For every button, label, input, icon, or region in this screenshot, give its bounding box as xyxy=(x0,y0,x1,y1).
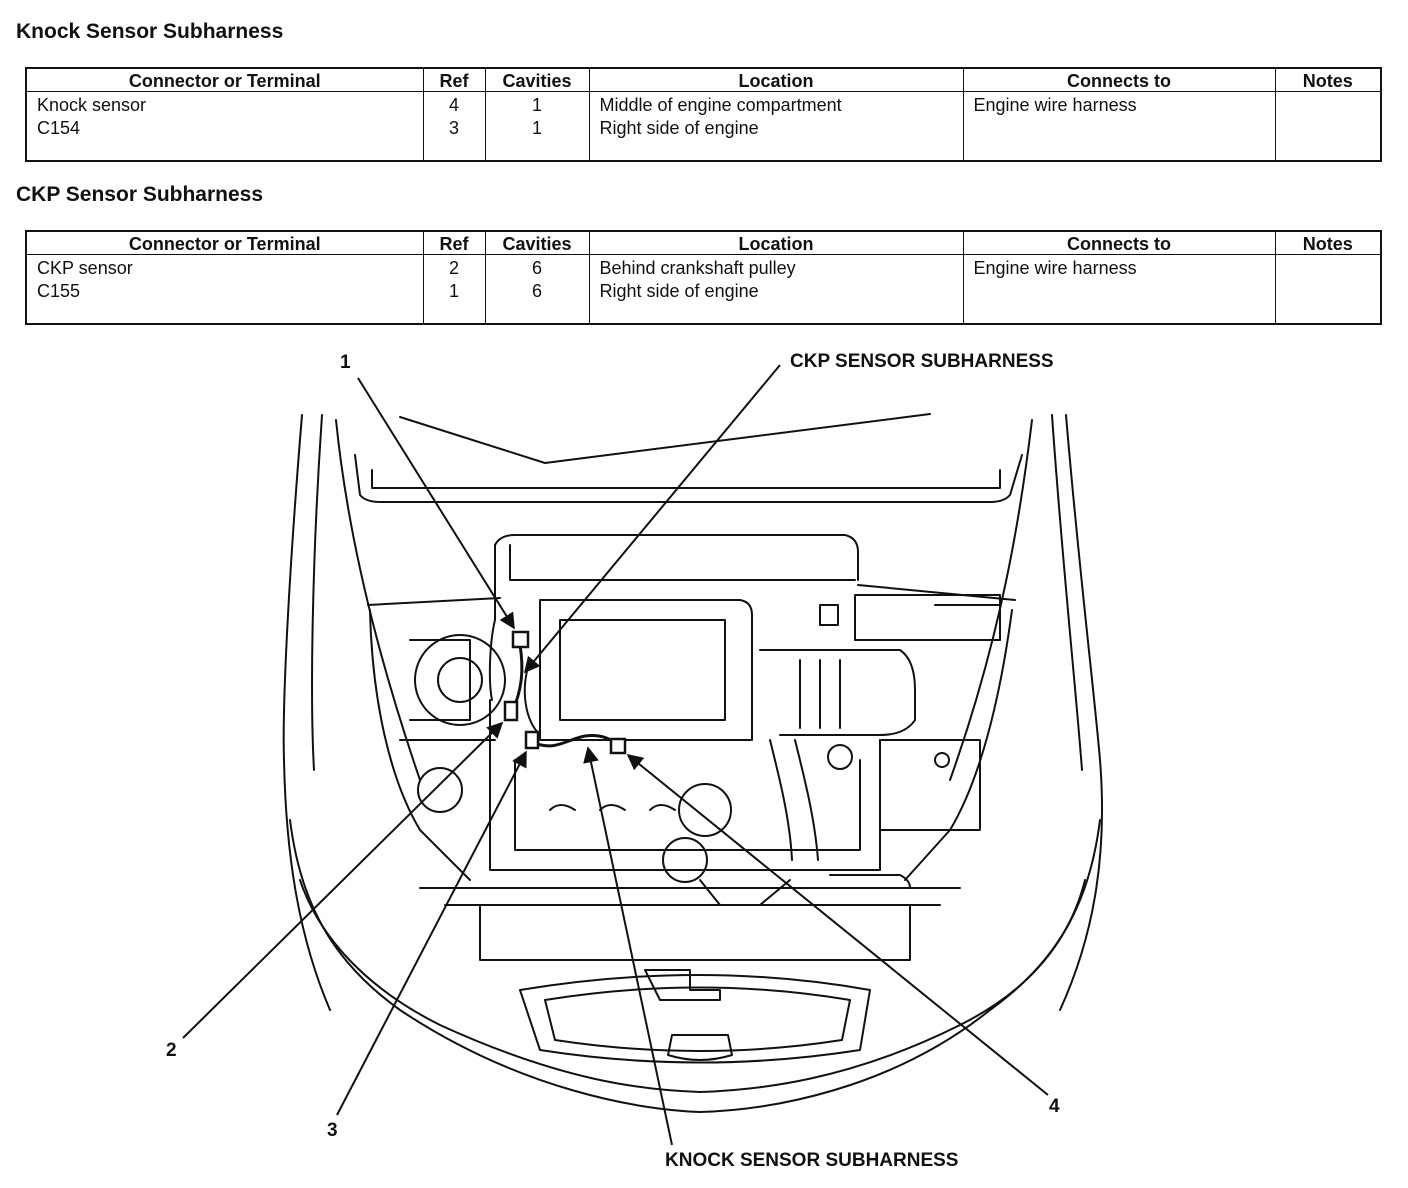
col-connects-to: Connects to xyxy=(962,67,1276,92)
col-location: Location xyxy=(588,230,964,255)
cell-text: 1 xyxy=(531,95,542,115)
cell-connects-to: Engine wire harness xyxy=(962,91,1276,161)
cell-text: CKP sensor xyxy=(37,258,133,278)
cell-cavities: 6 6 xyxy=(484,254,590,324)
callout-knock-sensor-subharness: KNOCK SENSOR SUBHARNESS xyxy=(665,1150,959,1171)
leader-line-knock-subharness xyxy=(583,746,673,1146)
cell-text: 1 xyxy=(531,118,542,138)
vehicle-outline xyxy=(282,413,1104,1113)
callout-ckp-sensor-subharness: CKP SENSOR SUBHARNESS xyxy=(790,351,1054,372)
col-notes: Notes xyxy=(1274,230,1382,255)
cell-text: 6 xyxy=(531,281,542,301)
knock-section-title: Knock Sensor Subharness xyxy=(16,20,284,43)
connector-c154-icon xyxy=(524,730,540,750)
ckp-section-title: CKP Sensor Subharness xyxy=(16,183,264,206)
cell-location: Behind crankshaft pulley Right side of e… xyxy=(588,254,964,324)
cell-text: 4 xyxy=(448,95,459,115)
col-connects-to: Connects to xyxy=(962,230,1276,255)
cell-text: 2 xyxy=(448,258,459,278)
cell-connector: CKP sensor C155 xyxy=(25,254,424,324)
leader-line-3 xyxy=(336,750,527,1116)
cell-notes xyxy=(1274,254,1382,324)
connector-c155-icon xyxy=(511,630,530,649)
col-connector: Connector or Terminal xyxy=(25,230,424,255)
col-connector: Connector or Terminal xyxy=(25,67,424,92)
connector-icons xyxy=(503,630,627,755)
cell-text: Engine wire harness xyxy=(973,95,1137,115)
cell-notes xyxy=(1274,91,1382,161)
table-header-row: Connector or Terminal Ref Cavities Locat… xyxy=(25,67,1382,92)
cell-connector: Knock sensor C154 xyxy=(25,91,424,161)
leader-lines xyxy=(182,364,1049,1146)
table-row: CKP sensor C155 2 1 6 6 Behind crankshaf… xyxy=(25,254,1382,324)
cell-text: Right side of engine xyxy=(599,281,759,301)
connector-ckp-sensor-icon xyxy=(503,700,519,722)
cell-text: Right side of engine xyxy=(599,118,759,138)
cell-ref: 4 3 xyxy=(422,91,486,161)
table-header-row: Connector or Terminal Ref Cavities Locat… xyxy=(25,230,1382,255)
col-notes: Notes xyxy=(1274,67,1382,92)
callout-ref-3: 3 xyxy=(327,1120,338,1141)
cell-text: Behind crankshaft pulley xyxy=(599,258,796,278)
callout-ref-4: 4 xyxy=(1049,1096,1060,1117)
col-cavities: Cavities xyxy=(484,67,590,92)
col-location: Location xyxy=(588,67,964,92)
leader-line-ckp-subharness xyxy=(523,364,781,674)
leader-line-1 xyxy=(357,377,515,630)
cell-text: Knock sensor xyxy=(37,95,147,115)
cell-location: Middle of engine compartment Right side … xyxy=(588,91,964,161)
ckp-sensor-table: Connector or Terminal Ref Cavities Locat… xyxy=(25,230,1382,325)
col-cavities: Cavities xyxy=(484,230,590,255)
cell-text: 6 xyxy=(531,258,542,278)
cell-text: Middle of engine compartment xyxy=(599,95,842,115)
cell-text: 3 xyxy=(448,118,459,138)
cell-text: C155 xyxy=(37,281,81,301)
knock-sensor-table: Connector or Terminal Ref Cavities Locat… xyxy=(25,67,1382,162)
cell-text: Engine wire harness xyxy=(973,258,1137,278)
col-ref: Ref xyxy=(422,230,486,255)
callout-ref-2: 2 xyxy=(166,1040,177,1061)
cell-text: C154 xyxy=(37,118,81,138)
table-row: Knock sensor C154 4 3 1 1 Middle of engi… xyxy=(25,91,1382,161)
cell-ref: 2 1 xyxy=(422,254,486,324)
leader-line-2 xyxy=(182,721,504,1039)
cell-text: 1 xyxy=(448,281,459,301)
leader-line-4 xyxy=(626,753,1049,1096)
col-ref: Ref xyxy=(422,67,486,92)
connector-knock-sensor-icon xyxy=(609,737,627,755)
callout-ref-1: 1 xyxy=(340,352,351,373)
